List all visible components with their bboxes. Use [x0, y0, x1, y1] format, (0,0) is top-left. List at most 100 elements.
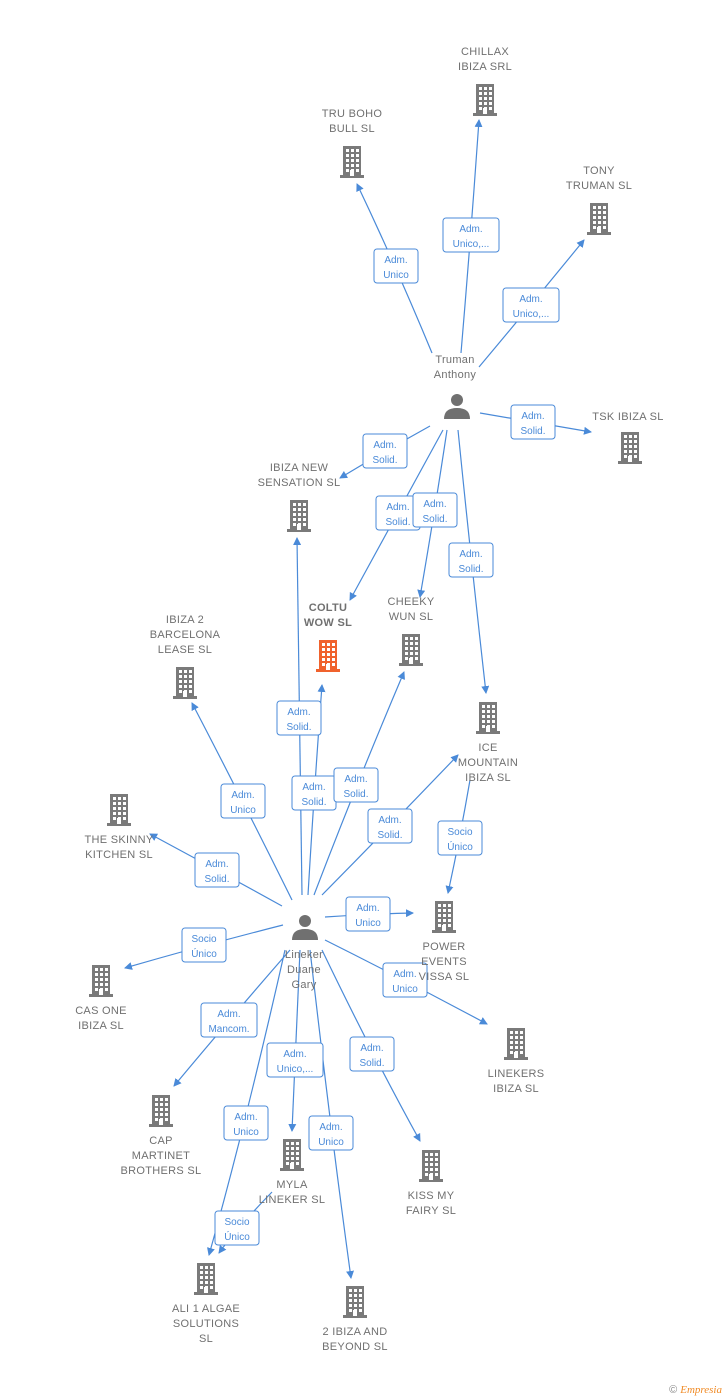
building-icon[interactable]: [89, 965, 113, 997]
edge-label-text: Adm.: [459, 549, 482, 560]
edge-label-box[interactable]: [367, 808, 413, 844]
edge-label-text: Adm.: [373, 440, 396, 451]
edge-label[interactable]: Adm.Unico: [308, 1115, 354, 1151]
edge-label[interactable]: Adm.Mancom.: [200, 1002, 258, 1038]
edge-label[interactable]: Adm.Unico: [345, 896, 391, 932]
edge-label-text: Solid.: [359, 1058, 384, 1069]
building-icon[interactable]: [340, 146, 364, 178]
edge-label-box[interactable]: [382, 962, 428, 998]
edge-label-box[interactable]: [345, 896, 391, 932]
edge-label-box[interactable]: [333, 767, 379, 803]
building-icon[interactable]: [399, 634, 423, 666]
edge-label[interactable]: Adm.Solid.: [375, 495, 421, 531]
person-icon[interactable]: [292, 915, 318, 940]
building-icon[interactable]: [587, 203, 611, 235]
building-icon[interactable]: [476, 702, 500, 734]
edge-label-box[interactable]: [308, 1115, 354, 1151]
edge-label-box[interactable]: [220, 783, 266, 819]
edge-label-box[interactable]: [349, 1036, 395, 1072]
edge-label[interactable]: Adm.Solid.: [333, 767, 379, 803]
edge-label-box[interactable]: [200, 1002, 258, 1038]
edge-label[interactable]: Adm.Solid.: [412, 492, 458, 528]
edge-label-box[interactable]: [412, 492, 458, 528]
person-icon[interactable]: [444, 394, 470, 419]
edge-label[interactable]: Adm.Solid.: [349, 1036, 395, 1072]
edge-label-box[interactable]: [181, 927, 227, 963]
edge-label-box[interactable]: [362, 433, 408, 469]
edge-label[interactable]: Adm.Unico: [220, 783, 266, 819]
edge-label[interactable]: Adm.Solid.: [276, 700, 322, 736]
edge-label-text: Solid.: [301, 797, 326, 808]
edge-label-box[interactable]: [442, 217, 500, 253]
company-tsk[interactable]: TSK IBIZA SL: [592, 411, 663, 464]
building-icon[interactable]: [173, 667, 197, 699]
edge-label-text: Socio: [191, 934, 216, 945]
edge-label[interactable]: Adm.Solid.: [291, 775, 337, 811]
edge-label-box[interactable]: [437, 820, 483, 856]
building-icon[interactable]: [432, 901, 456, 933]
building-icon[interactable]: [194, 1263, 218, 1295]
edge-label-box[interactable]: [266, 1042, 324, 1078]
building-icon[interactable]: [149, 1095, 173, 1127]
edge-label-box[interactable]: [373, 248, 419, 284]
building-icon[interactable]: [287, 500, 311, 532]
company-name: TONY: [583, 165, 615, 177]
edge-label-box[interactable]: [194, 852, 240, 888]
edge-label[interactable]: Adm.Unico: [382, 962, 428, 998]
edge-label[interactable]: Adm.Unico,...: [502, 287, 560, 323]
edge-label-box[interactable]: [223, 1105, 269, 1141]
building-icon[interactable]: [343, 1286, 367, 1318]
copyright-symbol: ©: [669, 1384, 678, 1396]
edge-label-box[interactable]: [276, 700, 322, 736]
brand-logo[interactable]: Empresia: [680, 1384, 722, 1396]
edge-label-box[interactable]: [502, 287, 560, 323]
edge-label-text: Unico,...: [513, 309, 550, 320]
edge-label[interactable]: Adm.Solid.: [194, 852, 240, 888]
edge-label-box[interactable]: [510, 404, 556, 440]
company-name: EVENTS: [421, 956, 467, 968]
edge-label[interactable]: Adm.Unico: [373, 248, 419, 284]
edge-label[interactable]: Adm.Solid.: [362, 433, 408, 469]
building-icon[interactable]: [504, 1028, 528, 1060]
building-icon[interactable]: [419, 1150, 443, 1182]
edge-label-text: Adm.: [234, 1112, 257, 1123]
edge-lineker-myla: [288, 949, 301, 1132]
building-icon[interactable]: [473, 84, 497, 116]
building-icon[interactable]: [280, 1139, 304, 1171]
edge-label-box[interactable]: [448, 542, 494, 578]
edge-label[interactable]: Adm.Solid.: [510, 404, 556, 440]
edge-label[interactable]: Adm.Unico,...: [442, 217, 500, 253]
edge-label[interactable]: Adm.Unico,...: [266, 1042, 324, 1078]
edge-label[interactable]: Adm.Solid.: [448, 542, 494, 578]
building-icon[interactable]: [107, 794, 131, 826]
footer: © Empresia: [669, 1384, 722, 1396]
building-icon[interactable]: [618, 432, 642, 464]
building-icon[interactable]: [316, 640, 340, 672]
company-name: CHILLAX: [461, 46, 509, 58]
edge-label-box[interactable]: [214, 1210, 260, 1246]
edge-label[interactable]: Adm.Unico: [223, 1105, 269, 1141]
edge-label[interactable]: Adm.Solid.: [367, 808, 413, 844]
